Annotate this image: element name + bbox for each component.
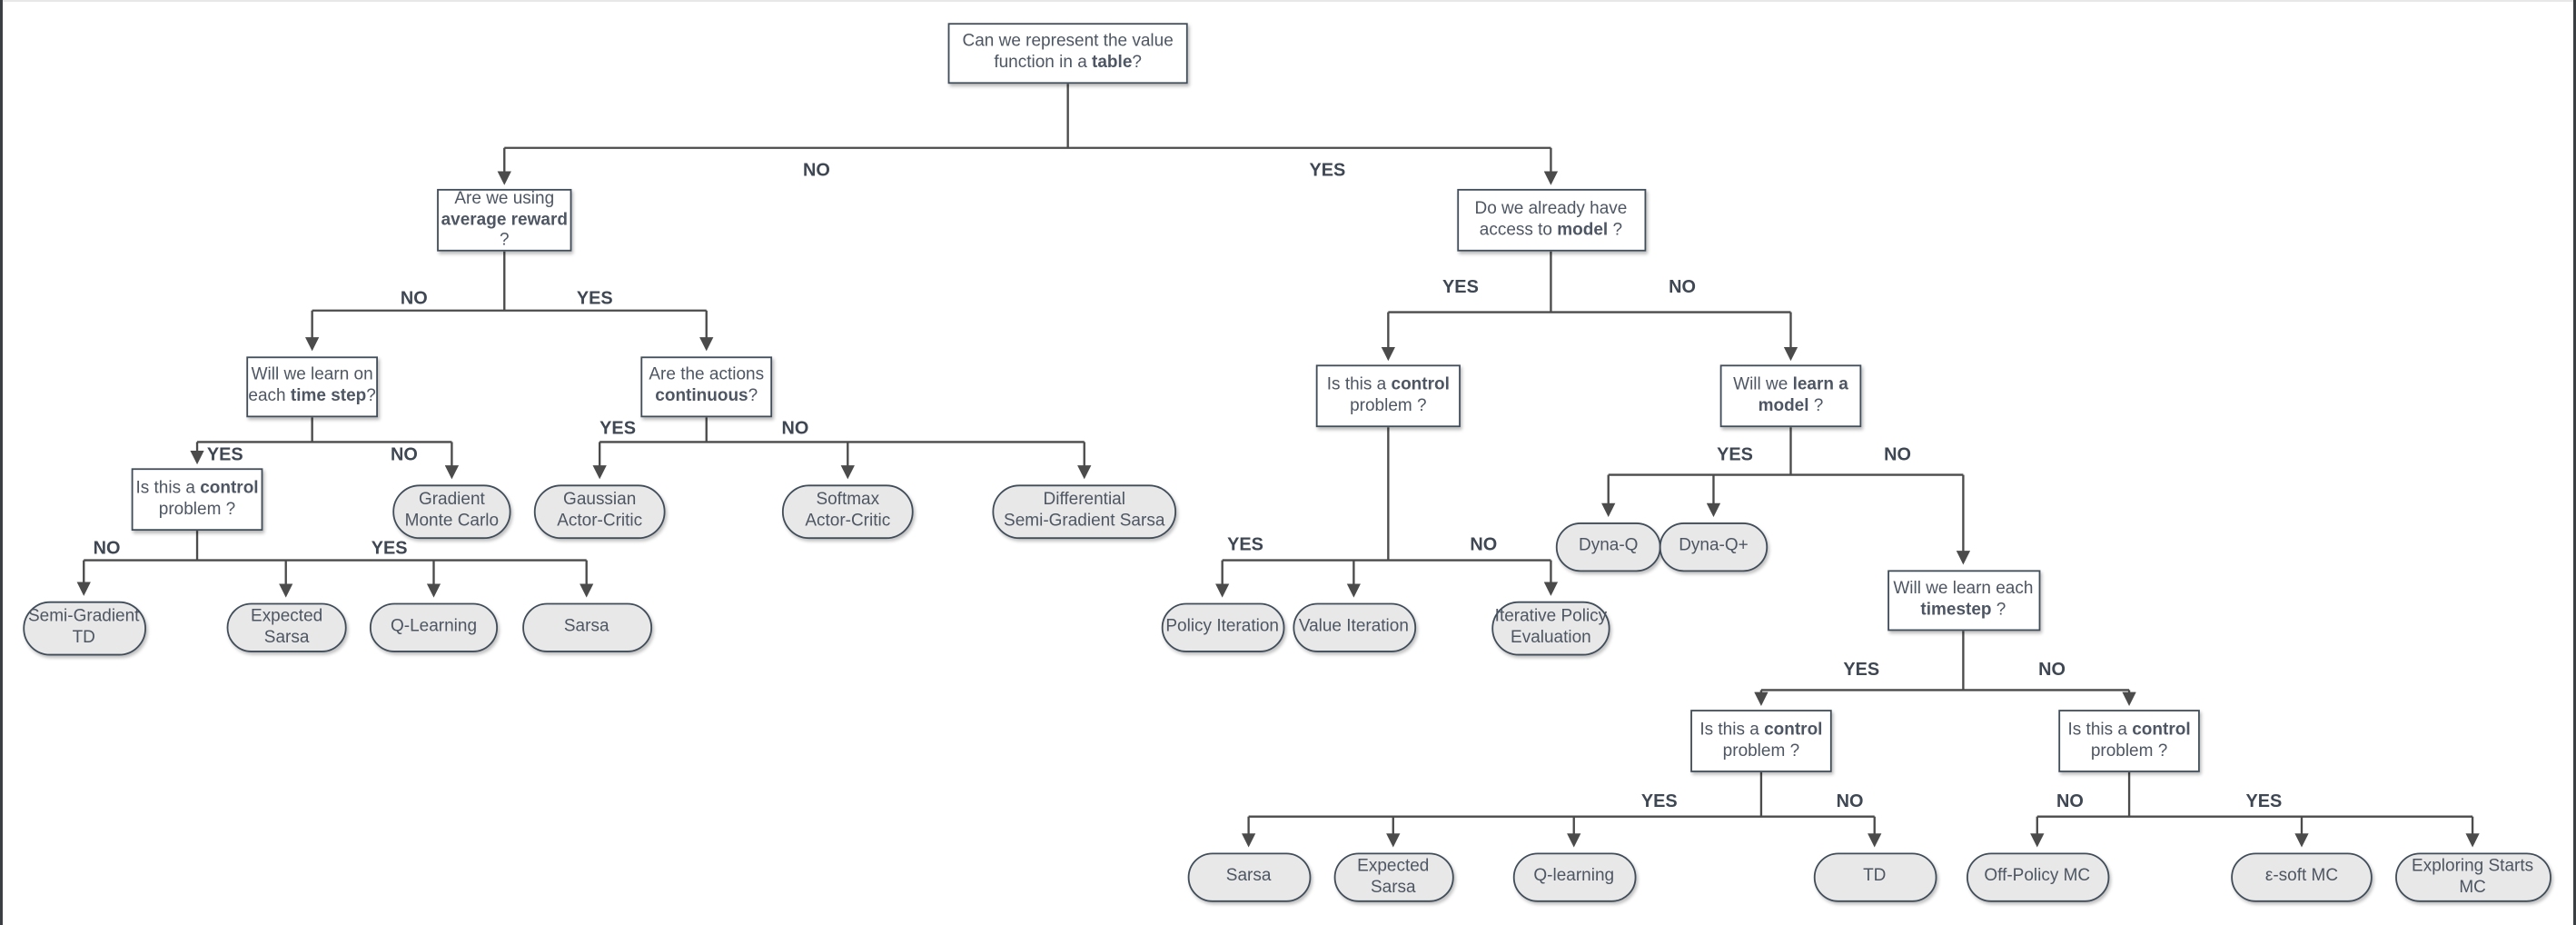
edge-label-continuous-yes: YES xyxy=(599,419,636,439)
split-root xyxy=(497,83,1559,185)
split-continuous xyxy=(592,416,1092,480)
edge-label-continuous-no: NO xyxy=(781,419,809,439)
node-dyna-q: Dyna-Q xyxy=(1555,522,1661,572)
edge-label-learn-model-no: NO xyxy=(1884,445,1911,465)
split-control-left xyxy=(76,531,594,598)
node-epsilon-soft-mc: ε-soft MC xyxy=(2231,852,2373,902)
node-continuous-actions-question: Are the actions continuous? xyxy=(640,355,773,417)
edge-label-root-yes: YES xyxy=(1309,161,1346,181)
node-q-learning: Q-Learning xyxy=(369,602,499,652)
split-control-right xyxy=(1215,427,1559,598)
edge-label-control-bottom-left-yes: YES xyxy=(1640,791,1678,812)
edge-label-control-left-yes: YES xyxy=(371,539,408,559)
node-gradient-monte-carlo: Gradient Monte Carlo xyxy=(392,483,511,539)
node-q-learning-bottom: Q-learning xyxy=(1511,852,1636,902)
node-sarsa: Sarsa xyxy=(521,602,652,652)
split-model xyxy=(1381,251,1798,362)
split-control-bottom-left xyxy=(1241,771,1882,848)
edge-label-learn-model-yes: YES xyxy=(1717,445,1753,465)
split-time-step xyxy=(190,416,460,480)
edge-label-model-yes: YES xyxy=(1442,277,1479,298)
edge-label-control-bottom-right-yes: YES xyxy=(2245,791,2283,812)
node-control-problem-left-question: Is this a control problem ? xyxy=(131,468,263,532)
node-td: TD xyxy=(1812,852,1937,902)
node-learn-each-timestep-question: Will we learn each timestep ? xyxy=(1887,569,2040,631)
node-gaussian-actor-critic: Gaussian Actor-Critic xyxy=(533,483,666,539)
edge-label-timestep2-no: NO xyxy=(2038,660,2066,681)
node-sarsa-bottom: Sarsa xyxy=(1186,852,1311,902)
edge-label-model-no: NO xyxy=(1669,277,1697,298)
node-control-problem-bottom-left-question: Is this a control problem ? xyxy=(1690,710,1832,772)
node-softmax-actor-critic: Softmax Actor-Critic xyxy=(781,483,914,539)
node-differential-semi-gradient-sarsa: Differential Semi-Gradient Sarsa xyxy=(992,483,1177,539)
node-control-problem-bottom-right-question: Is this a control problem ? xyxy=(2058,710,2200,772)
node-root-question: Can we represent the value function in a… xyxy=(947,22,1188,84)
node-dyna-q-plus: Dyna-Q+ xyxy=(1659,522,1769,572)
edge-label-avg-no: NO xyxy=(400,289,428,309)
node-time-step-question: Will we learn on each time step? xyxy=(246,355,379,417)
canvas-top-border xyxy=(0,0,2576,2)
node-semi-gradient-td: Semi-Gradient TD xyxy=(22,600,146,655)
split-control-bottom-right xyxy=(2030,771,2480,848)
node-expected-sarsa-bottom: Expected Sarsa xyxy=(1333,852,1453,902)
node-value-iteration: Value Iteration xyxy=(1292,602,1416,652)
edge-label-time-step-yes: YES xyxy=(206,445,243,465)
canvas-right-border xyxy=(2573,0,2576,925)
node-exploring-starts-mc: Exploring Starts MC xyxy=(2394,852,2551,902)
edge-label-avg-yes: YES xyxy=(576,289,613,309)
edge-label-timestep2-yes: YES xyxy=(1843,660,1880,681)
edge-label-control-bottom-left-no: NO xyxy=(1836,791,1864,812)
split-average-reward xyxy=(305,251,714,352)
node-iterative-policy-evaluation: Iterative Policy Evaluation xyxy=(1491,600,1610,655)
node-access-model-question: Do we already have access to model ? xyxy=(1456,188,1646,252)
edge-label-control-left-no: NO xyxy=(93,539,121,559)
split-learn-model xyxy=(1601,427,1971,565)
edge-label-root-no: NO xyxy=(803,161,830,181)
node-policy-iteration: Policy Iteration xyxy=(1160,602,1284,652)
canvas-left-border xyxy=(0,0,3,925)
split-timestep2 xyxy=(1754,630,2136,706)
node-expected-sarsa: Expected Sarsa xyxy=(226,602,347,652)
node-off-policy-mc: Off-Policy MC xyxy=(1966,852,2109,902)
edge-label-control-right-yes: YES xyxy=(1227,535,1263,556)
node-control-problem-right-question: Is this a control problem ? xyxy=(1315,364,1461,428)
node-average-reward-question: Are we using average reward ? xyxy=(437,189,572,252)
node-learn-model-question: Will we learn a model ? xyxy=(1719,364,1862,428)
edge-label-time-step-no: NO xyxy=(391,445,418,465)
edge-label-control-bottom-right-no: NO xyxy=(2056,791,2084,812)
edge-label-control-right-no: NO xyxy=(1470,535,1498,556)
